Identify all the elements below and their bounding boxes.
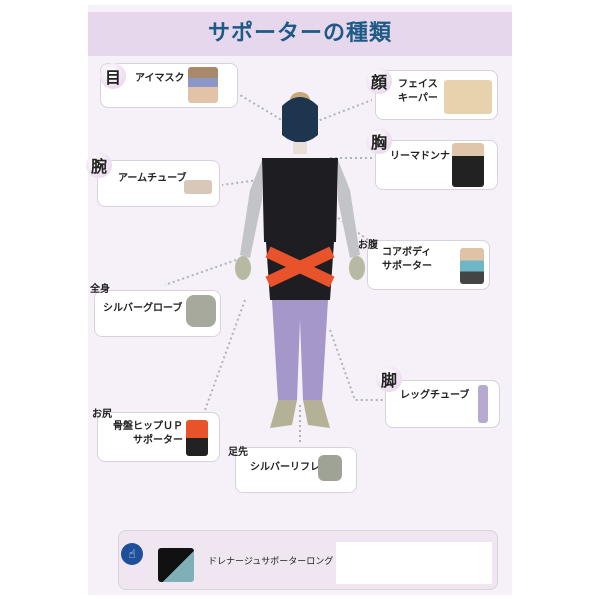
leg-tube-image	[478, 385, 488, 423]
part-badge-whole-body: 全身	[90, 284, 110, 295]
item-label: リーマドンナ	[390, 151, 450, 162]
header-band	[88, 12, 512, 56]
item-label: シルバーリフレ	[250, 462, 320, 473]
part-badge-face: 顔	[366, 68, 392, 94]
bra-image	[452, 143, 484, 187]
drainage-supporter-image	[158, 548, 194, 582]
face-keeper-image	[444, 80, 492, 114]
part-badge-toes: 足先	[228, 447, 248, 458]
item-label: アイマスク	[135, 73, 185, 84]
eye-mask-image	[188, 67, 218, 103]
item-label: レッグチューブ	[400, 390, 470, 401]
blank-field	[336, 542, 492, 584]
item-label: フェイス キーパー	[398, 79, 438, 104]
hip-up-image	[186, 420, 208, 456]
core-body-image	[460, 248, 484, 284]
pointing-finger-icon: ☝	[121, 543, 143, 565]
item-label: コアボディ サポーター	[382, 247, 432, 272]
part-badge-leg: 脚	[376, 366, 402, 392]
bottom-product-name: ドレナージュサポーターロング	[208, 557, 334, 567]
part-badge-hip: お尻	[92, 409, 112, 420]
part-badge-belly: お腹	[358, 240, 378, 251]
part-badge-chest: 胸	[366, 128, 392, 154]
silver-refre-image	[318, 455, 342, 481]
silver-glove-image	[186, 295, 216, 327]
part-badge-eye: 目	[100, 63, 126, 89]
page-title: サポーターの種類	[207, 21, 392, 46]
item-label: 骨盤ヒップＵＰ サポーター	[113, 421, 183, 446]
arm-tube-image	[184, 180, 212, 194]
part-badge-arm: 腕	[86, 152, 112, 178]
item-label: シルバーグローブ	[103, 303, 183, 314]
item-label: アームチューブ	[118, 173, 187, 184]
